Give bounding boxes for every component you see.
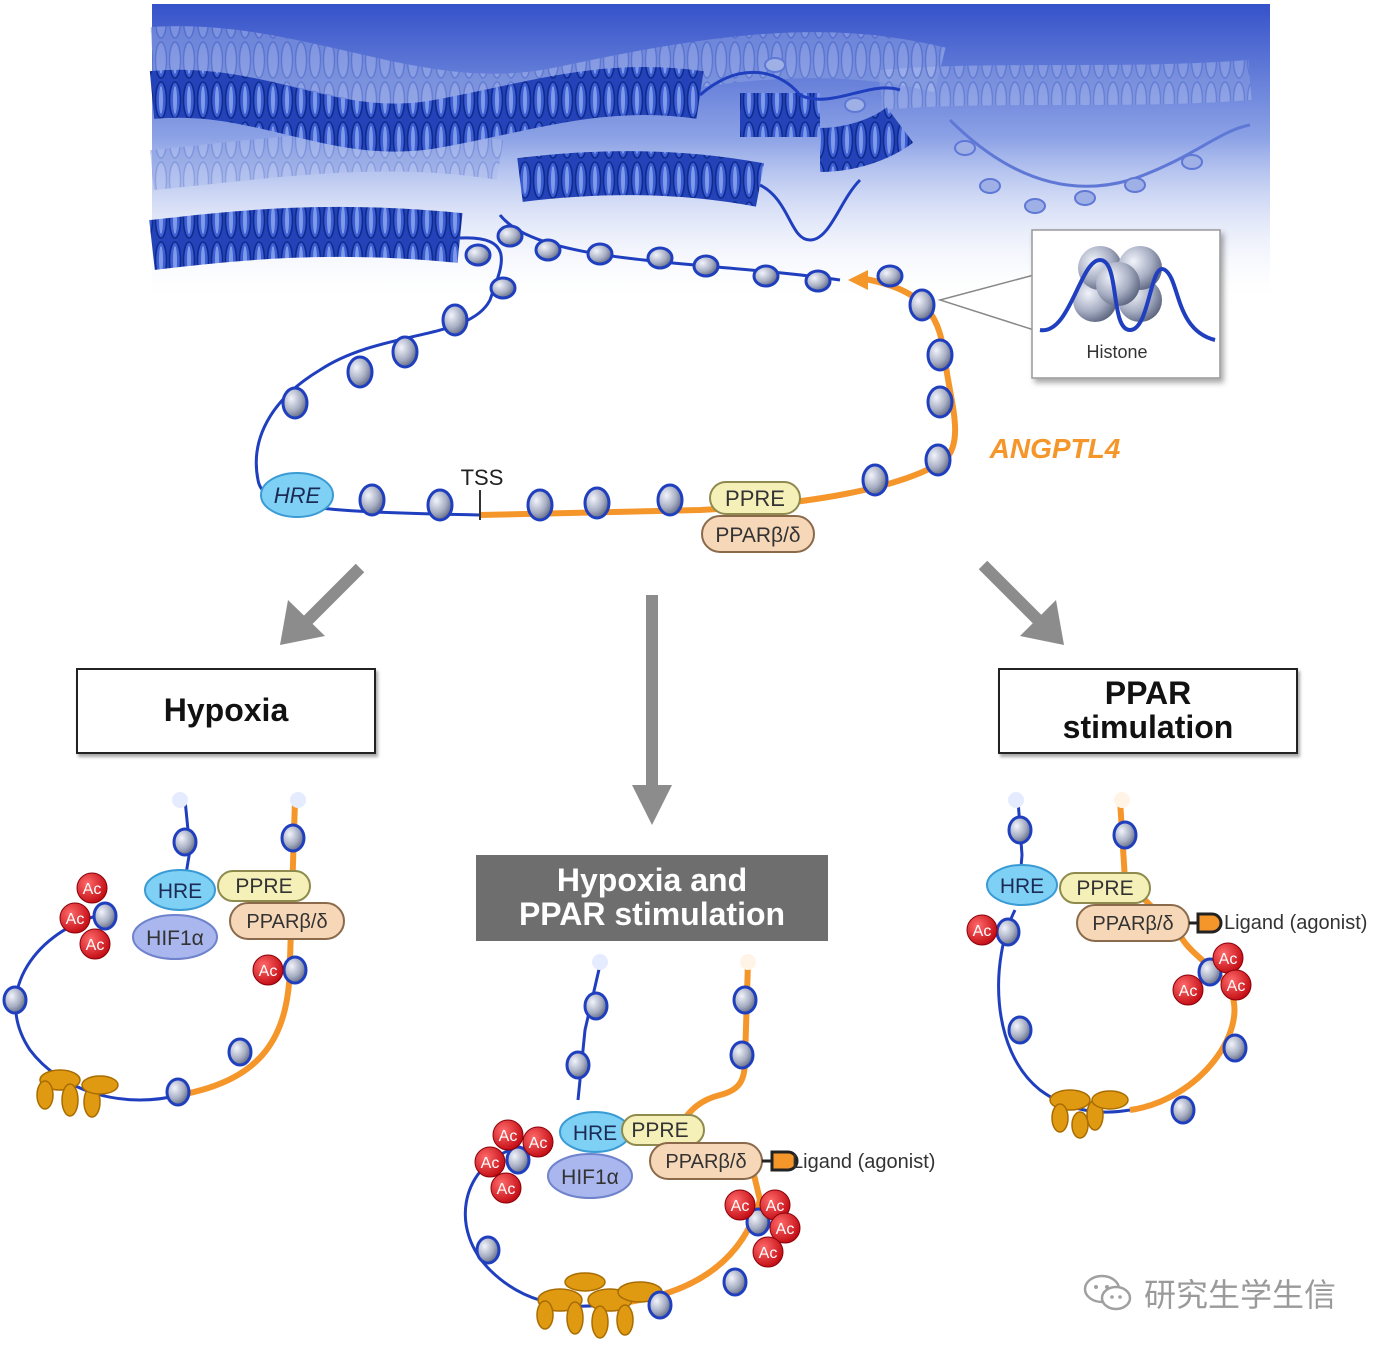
svg-text:HIF1α: HIF1α	[146, 927, 204, 950]
svg-text:Ac: Ac	[66, 911, 85, 928]
svg-text:Ac: Ac	[766, 1198, 785, 1215]
histone-inset: Histone	[937, 229, 1221, 379]
pathway-arrows	[295, 560, 1050, 790]
polymerase-icon	[36, 1069, 119, 1118]
chromatin-region	[149, 4, 1270, 304]
ligand-label: Ligand (agonist)	[792, 1151, 935, 1173]
nucleosome	[281, 224, 954, 522]
svg-text:Ac: Ac	[499, 1128, 518, 1145]
svg-text:PPRE: PPRE	[1076, 877, 1133, 900]
hypoxia-and-ppar-title: Hypoxia and PPAR stimulation	[476, 855, 828, 941]
histone-label: Histone	[1086, 342, 1147, 362]
svg-text:PPARβ/δ: PPARβ/δ	[665, 1151, 746, 1173]
svg-text:Ac: Ac	[731, 1198, 750, 1215]
svg-text:PPARβ/δ: PPARβ/δ	[246, 911, 327, 933]
svg-text:Ac: Ac	[759, 1245, 778, 1262]
svg-text:PPARβ/δ: PPARβ/δ	[1092, 913, 1173, 935]
svg-text:Ac: Ac	[776, 1221, 795, 1238]
watermark: 研究生学生信	[1082, 1270, 1336, 1316]
acetyl-group	[59, 872, 284, 986]
watermark-text: 研究生学生信	[1144, 1277, 1337, 1313]
svg-text:Ac: Ac	[1219, 951, 1238, 968]
ligand-label: Ligand (agonist)	[1224, 912, 1367, 934]
svg-text:Ac: Ac	[83, 881, 102, 898]
svg-text:HIF1α: HIF1α	[561, 1166, 619, 1189]
ppar-stimulation-title: PPAR stimulation	[998, 668, 1298, 754]
hre-label: HRE	[274, 483, 321, 508]
svg-text:PPRE: PPRE	[235, 875, 292, 898]
ligand-icon	[762, 1150, 799, 1172]
ppre-label: PPRE	[725, 486, 785, 511]
arrow-to-hypoxia	[295, 563, 365, 633]
svg-text:HRE: HRE	[573, 1122, 617, 1145]
svg-text:Ac: Ac	[1179, 983, 1198, 1000]
wechat-icon	[1083, 1274, 1132, 1311]
svg-text:Ac: Ac	[529, 1135, 548, 1152]
ligand-icon	[1189, 912, 1223, 934]
svg-text:PPRE: PPRE	[631, 1119, 688, 1142]
gene-label: ANGPTL4	[989, 433, 1121, 464]
svg-text:HRE: HRE	[1000, 875, 1044, 898]
svg-text:Ac: Ac	[481, 1155, 500, 1172]
histone-octamer-icon	[1039, 246, 1216, 342]
hre-element	[260, 472, 334, 518]
ppar-label: PPARβ/δ	[715, 524, 800, 547]
svg-text:Ac: Ac	[497, 1181, 516, 1198]
svg-text:Ac: Ac	[86, 937, 105, 954]
hypoxia-title: Hypoxia	[76, 668, 376, 754]
arrow-to-ppar	[978, 560, 1050, 632]
main-dna-loop: TSS HRE PPRE PPARβ/δ ANGPTL4	[254, 214, 1121, 553]
ppar-protein	[701, 515, 815, 553]
ppre-element	[709, 481, 801, 515]
svg-text:Ac: Ac	[1227, 978, 1246, 995]
tss-label: TSS	[461, 465, 504, 490]
svg-text:Ac: Ac	[973, 923, 992, 940]
svg-text:HRE: HRE	[158, 880, 202, 903]
svg-text:Ac: Ac	[259, 963, 278, 980]
hif1a-protein	[132, 914, 218, 960]
